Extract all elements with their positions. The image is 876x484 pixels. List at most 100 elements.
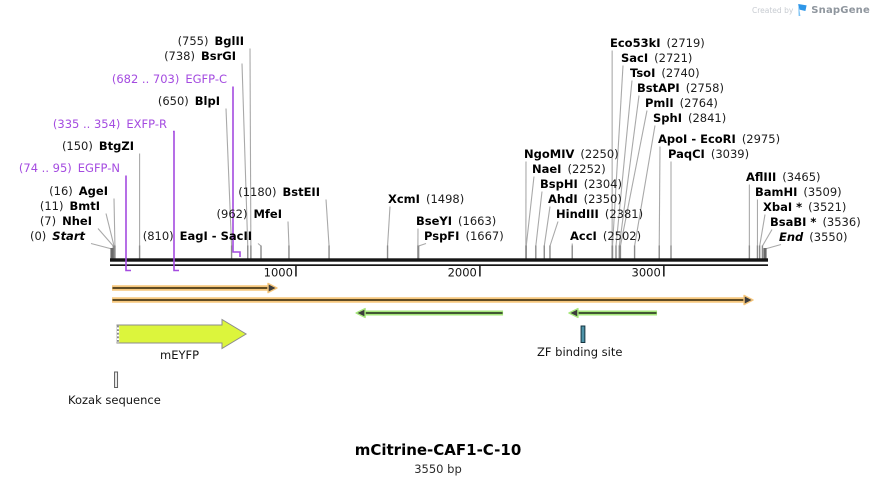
site-name: PaqCI: [668, 147, 705, 161]
site-name: BamHI: [755, 185, 798, 199]
site-position: (2350): [583, 192, 622, 206]
zf-binding-site-marker: [580, 325, 586, 343]
reverse-arrowhead-1: [568, 307, 579, 319]
site-position: (755): [177, 34, 209, 48]
site-position: (2502): [602, 229, 642, 243]
enzyme-label-agei: (16) AgeI: [49, 185, 108, 198]
ruler-label-1000: 1000: [264, 266, 293, 280]
ruler-label-2000: 2000: [448, 266, 477, 280]
terminal-marker-end: [763, 248, 767, 259]
site-name: HindIII: [556, 207, 599, 221]
site-position: (962): [216, 207, 248, 221]
connector-bsphi: [535, 191, 543, 247]
site-position: (3536): [822, 215, 861, 229]
enzyme-label-hindiii: HindIII (2381): [556, 208, 643, 221]
site-name: MfeI: [253, 207, 282, 221]
created-by-text: Created by: [752, 5, 794, 15]
site-position: (2740): [661, 66, 700, 80]
site-position: (2758): [685, 81, 724, 95]
site-position: (3509): [803, 185, 842, 199]
site-name: AflIII: [746, 170, 777, 184]
site-position: (7): [39, 214, 57, 228]
site-name: BsrGI: [201, 49, 236, 63]
enzyme-label-nhei: (7)NheI: [40, 215, 92, 228]
meyfp-arrow: [116, 318, 248, 350]
connector-mfei: [287, 221, 290, 247]
site-name: End: [779, 230, 804, 244]
sequence-line-bottom: [110, 264, 768, 266]
enzyme-label-sphi: SphI(2841): [653, 112, 726, 125]
site-name: AccI: [570, 229, 597, 243]
site-position: (0): [29, 229, 47, 243]
connector-hindiii: [549, 221, 559, 247]
site-name: BtgZI: [98, 139, 134, 153]
enzyme-label-bsphi: BspHI (2304): [540, 178, 622, 191]
enzyme-label-paqci: PaqCI(3039): [668, 148, 749, 161]
sequence-line-top: [110, 258, 768, 262]
connector-start: [90, 242, 113, 250]
site-name: AgeI: [78, 184, 108, 198]
site-position: (2975): [741, 132, 781, 146]
site-name: TsoI: [630, 66, 656, 80]
site-name: ApoI - EcoRI: [658, 132, 736, 146]
enzyme-label-bsteii: (1180) BstEII: [238, 186, 320, 199]
site-position: (2252): [567, 162, 606, 176]
connector-xbai: [759, 214, 766, 247]
enzyme-label-bmti: (11)BmtI: [40, 200, 100, 213]
kozak-marker: [114, 371, 119, 388]
connector-pmli: [619, 110, 648, 247]
connector-bmti: [105, 213, 115, 247]
site-position: (2381): [604, 207, 644, 221]
enzyme-label-bstapi: BstAPI(2758): [637, 82, 724, 95]
site-name: Eco53kI: [610, 36, 661, 50]
site-position: (150): [61, 139, 93, 153]
enzyme-label-blpi: (650)BlpI: [158, 95, 220, 108]
connector-saci: [611, 65, 624, 247]
site-position: (2721): [654, 51, 693, 65]
site-position: (16): [49, 184, 73, 198]
enzyme-label-ngomiv: NgoMIV(2250): [524, 148, 619, 161]
site-position: (2304): [583, 177, 622, 191]
site-position: (3465): [782, 170, 821, 184]
connector-blpi: [225, 108, 233, 247]
site-name: NgoMIV: [524, 147, 575, 161]
site-name: PmlI: [645, 96, 674, 110]
site-name: Start: [52, 229, 85, 243]
site-name: AhdI: [548, 192, 578, 206]
site-name: BspHI: [540, 177, 578, 191]
plasmid-title: mCitrine-CAF1-C-10: [354, 441, 522, 459]
site-name: XcmI: [388, 192, 420, 206]
site-position: (2841): [687, 111, 727, 125]
orf-arrowhead-1: [743, 294, 754, 306]
enzyme-label-eagi-sacii: (810)EagI - SacII: [143, 230, 252, 243]
primer-line-exfp-r: [173, 130, 179, 272]
enzyme-label-apoi-ecori: ApoI - EcoRI (2975): [658, 133, 780, 146]
site-position: (2719): [666, 36, 705, 50]
connector-sphi: [634, 125, 656, 247]
enzyme-label-xcmi: XcmI(1498): [388, 193, 464, 206]
site-position: (1180): [238, 185, 277, 199]
orf-arrowhead-0: [267, 282, 278, 294]
connector-nhei: [97, 228, 114, 247]
site-position: (335 .. 354): [52, 117, 121, 131]
site-name: BmtI: [69, 199, 100, 213]
terminal-label-start: (0) Start: [30, 230, 85, 243]
enzyme-label-tsoi: TsoI (2740): [630, 67, 700, 80]
enzyme-label-xbai: XbaI *(3521): [763, 201, 846, 214]
terminal-marker-start: [110, 248, 114, 259]
enzyme-label-mfei: (962) MfeI: [217, 208, 282, 221]
connector-bsteii: [325, 199, 330, 247]
snapgene-logo-icon: [798, 4, 807, 16]
primer-line-egfp-n: [125, 175, 131, 272]
site-name: SacI: [621, 51, 649, 65]
enzyme-label-pmli: PmlI(2764): [645, 97, 718, 110]
connector-agei: [113, 198, 116, 247]
primer-label-egfp-c: (682 .. 703)EGFP-C: [112, 73, 227, 86]
connector-bglii: [249, 48, 252, 247]
site-name: BstEII: [282, 185, 320, 199]
snapgene-credit: Created by SnapGene: [752, 3, 870, 17]
zf-binding-site-label: ZF binding site: [537, 345, 623, 359]
connector-tsoi: [615, 80, 633, 247]
